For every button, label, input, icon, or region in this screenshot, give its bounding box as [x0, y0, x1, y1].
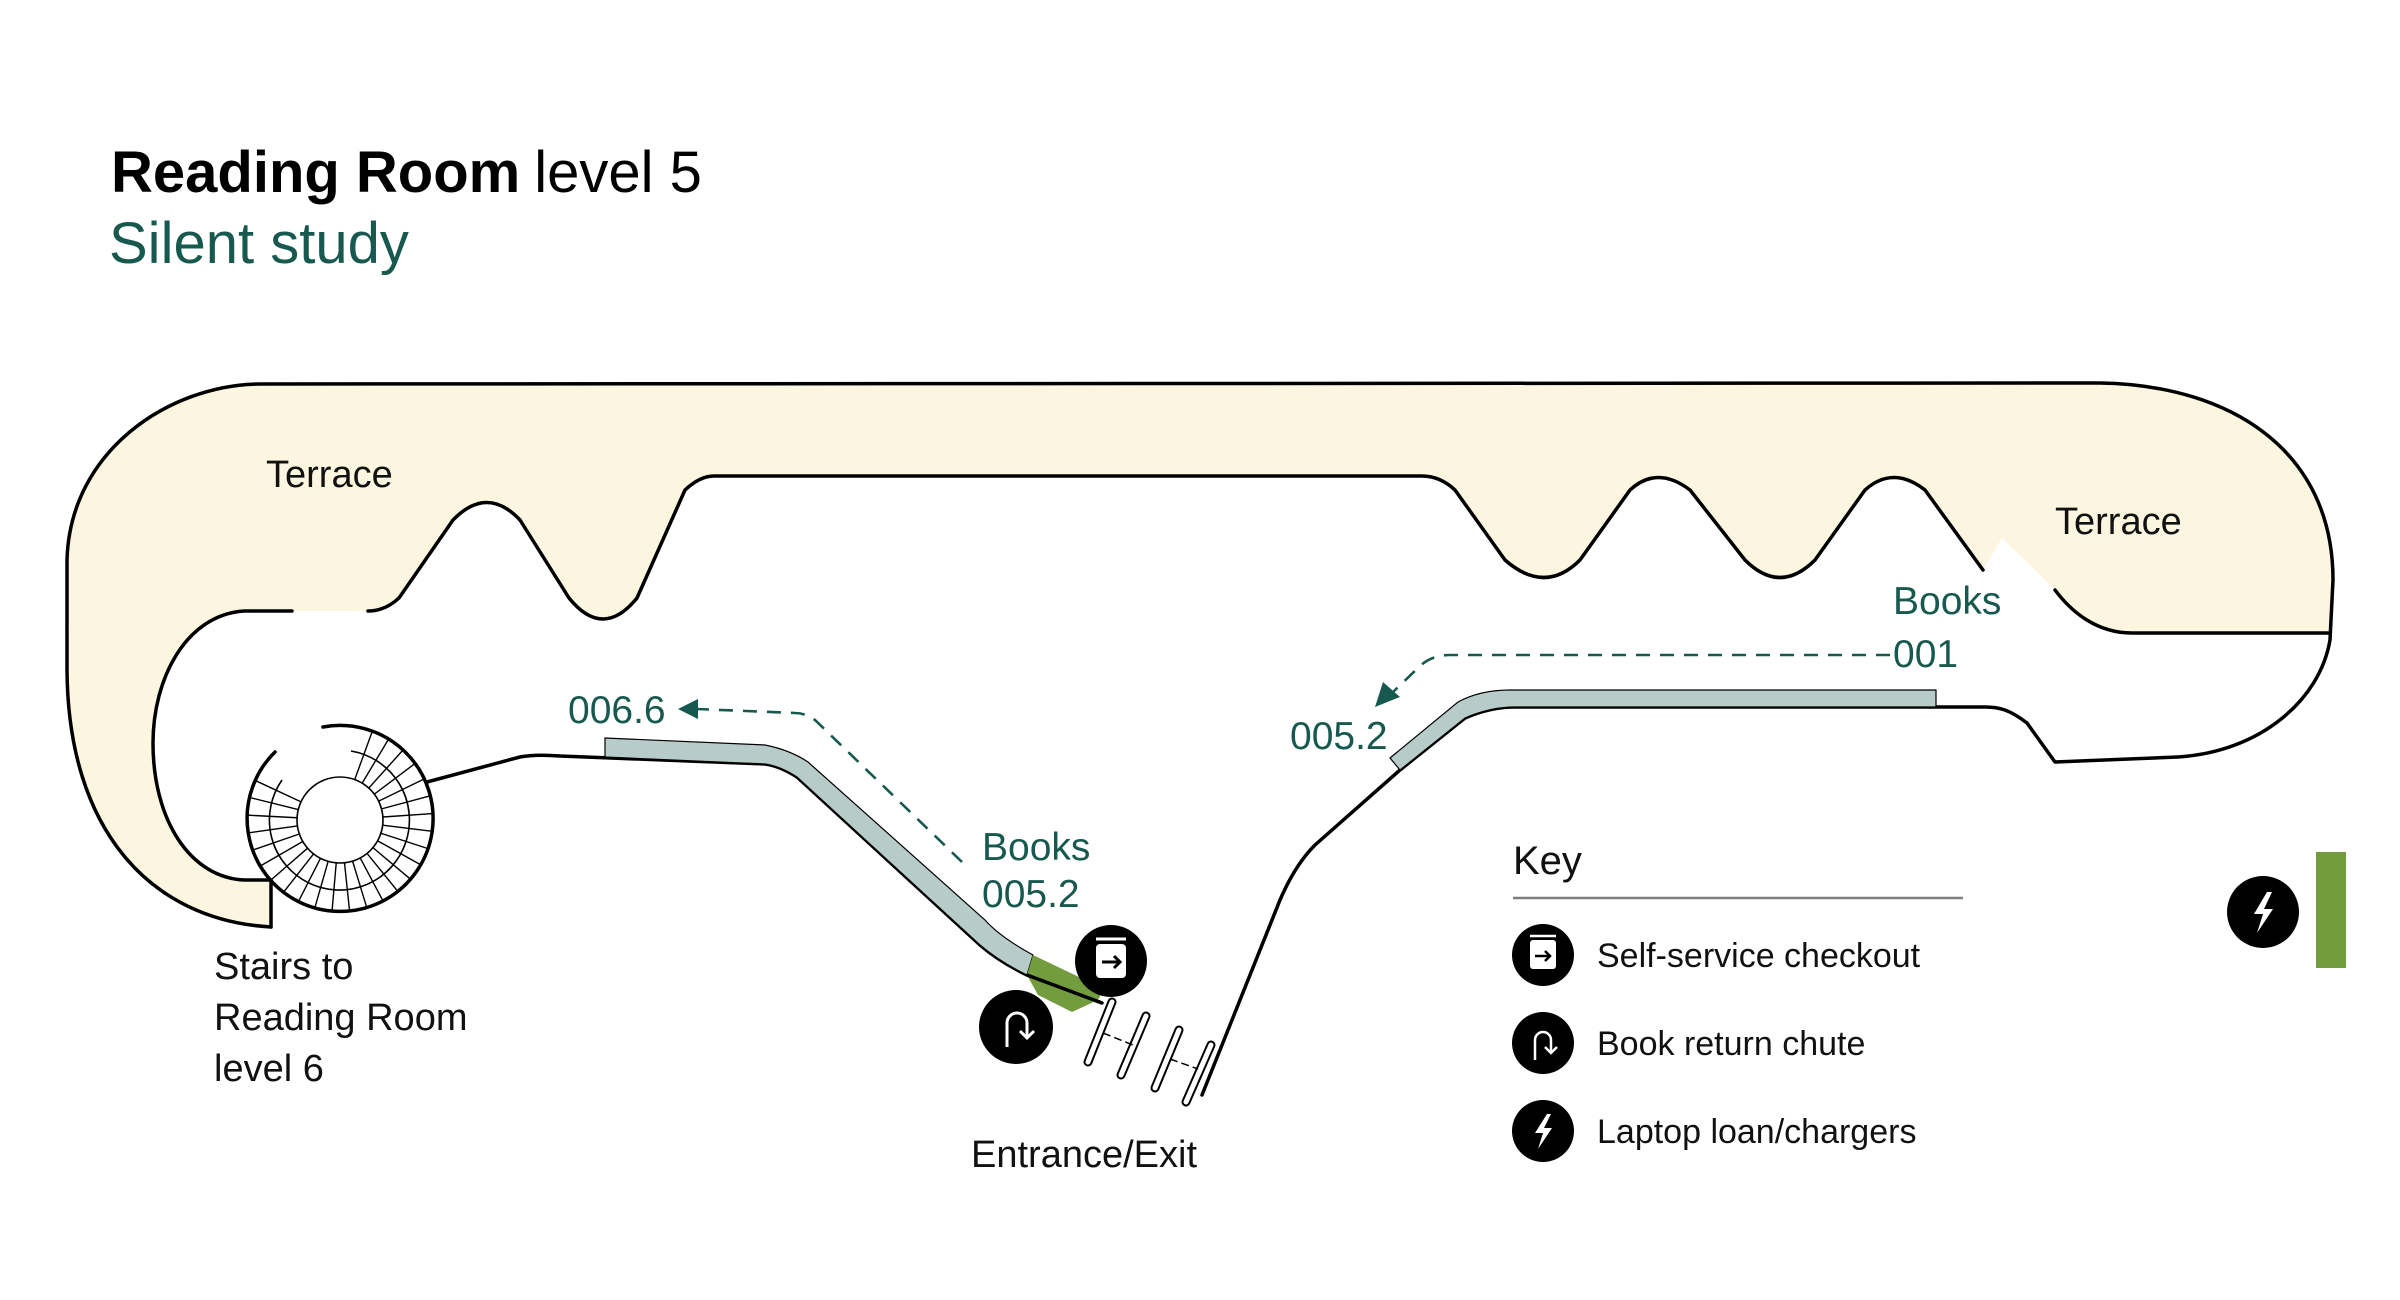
stair-tread	[255, 780, 302, 803]
stair-tread	[373, 763, 415, 795]
key-item-checkout: Self-service checkout	[1512, 924, 1921, 986]
spiral-stairs[interactable]	[245, 723, 435, 914]
stair-tread	[359, 857, 385, 903]
inner-terrace-edge-top	[366, 474, 1985, 621]
self-service-checkout-icon	[1512, 924, 1574, 986]
right-shelf-start-label: 001	[1893, 633, 1958, 676]
entrance-gates	[1083, 997, 1216, 1107]
inner-terrace-edge-left	[151, 609, 294, 929]
laptop-loan-chargers-icon[interactable]	[2227, 876, 2299, 948]
right-shelf-end-label: 005.2	[1290, 715, 1388, 758]
terrace-right-label: Terrace	[2055, 501, 2182, 543]
key-label-checkout: Self-service checkout	[1597, 937, 1921, 975]
stair-tread	[269, 847, 309, 882]
outer-wall	[65, 381, 2335, 929]
key-label-laptop: Laptop loan/chargers	[1597, 1113, 1916, 1151]
arrowhead-left	[678, 699, 698, 719]
right-shelf-direction-arrow	[1391, 653, 1890, 694]
key-item-laptop: Laptop loan/chargers	[1512, 1100, 1916, 1162]
stair-tread	[354, 732, 373, 780]
book-return-chute-icon[interactable]	[979, 990, 1053, 1064]
shelf-left	[604, 737, 1034, 976]
stair-tread	[251, 833, 300, 851]
stair-tread	[368, 750, 403, 789]
book-return-chute-icon	[1512, 1012, 1574, 1074]
stairs-core	[296, 776, 384, 864]
stair-tread	[380, 832, 429, 850]
self-service-checkout-icon[interactable]	[1075, 925, 1147, 997]
inner-terrace-edge-right	[2053, 588, 2332, 635]
lightning-bolt-icon	[1512, 1100, 1574, 1162]
stair-tread	[343, 862, 351, 913]
map-key: Key Self-service checkout Book return ch…	[1512, 839, 1963, 1162]
stair-tread	[313, 861, 329, 910]
stairs-label-line2: Reading Room	[214, 997, 467, 1039]
stairs-label-line1: Stairs to	[214, 946, 353, 988]
stair-tread	[351, 860, 368, 910]
service-desk-edge	[1026, 973, 1103, 1005]
left-shelf-end-label: 006.6	[568, 689, 666, 732]
stairs-label-line3: level 6	[214, 1048, 324, 1090]
stair-tread	[331, 862, 337, 913]
key-label-return: Book return chute	[1597, 1025, 1865, 1063]
title-regular: level 5	[534, 140, 702, 205]
terrace-area	[67, 383, 2333, 927]
left-shelf-direction-arrow	[696, 707, 963, 863]
terrace-left-label: Terrace	[266, 454, 393, 496]
stair-tread	[361, 739, 389, 784]
stairs-walkline	[268, 750, 411, 891]
stair-tread	[377, 840, 422, 866]
entrance-exit-label: Entrance/Exit	[971, 1134, 1197, 1176]
stair-tread	[282, 853, 315, 894]
title-bold: Reading Room	[111, 140, 520, 205]
stair-tread	[381, 795, 431, 810]
stair-tread	[247, 814, 298, 819]
stair-tread	[382, 824, 433, 833]
page-subtitle: Silent study	[109, 211, 409, 276]
stair-tread	[247, 825, 298, 834]
stairs-outer-arc	[245, 723, 435, 914]
stair-tread	[378, 778, 424, 802]
key-item-return: Book return chute	[1512, 1012, 1865, 1074]
right-shelf-heading: Books	[1893, 580, 2001, 623]
stair-tread	[382, 812, 433, 818]
key-heading: Key	[1513, 839, 1582, 883]
laptop-charger-station	[2316, 852, 2346, 968]
stair-tread	[259, 840, 304, 868]
stair-tread	[372, 847, 412, 881]
shelf-right	[1389, 689, 1937, 771]
arrowhead-right	[1375, 682, 1400, 707]
stair-tread	[297, 857, 322, 904]
stair-tread	[366, 852, 400, 893]
stair-tread	[249, 796, 299, 811]
stair-treads	[247, 732, 433, 913]
left-shelf-heading: Books	[982, 826, 1090, 869]
left-shelf-start-label: 005.2	[982, 873, 1080, 916]
